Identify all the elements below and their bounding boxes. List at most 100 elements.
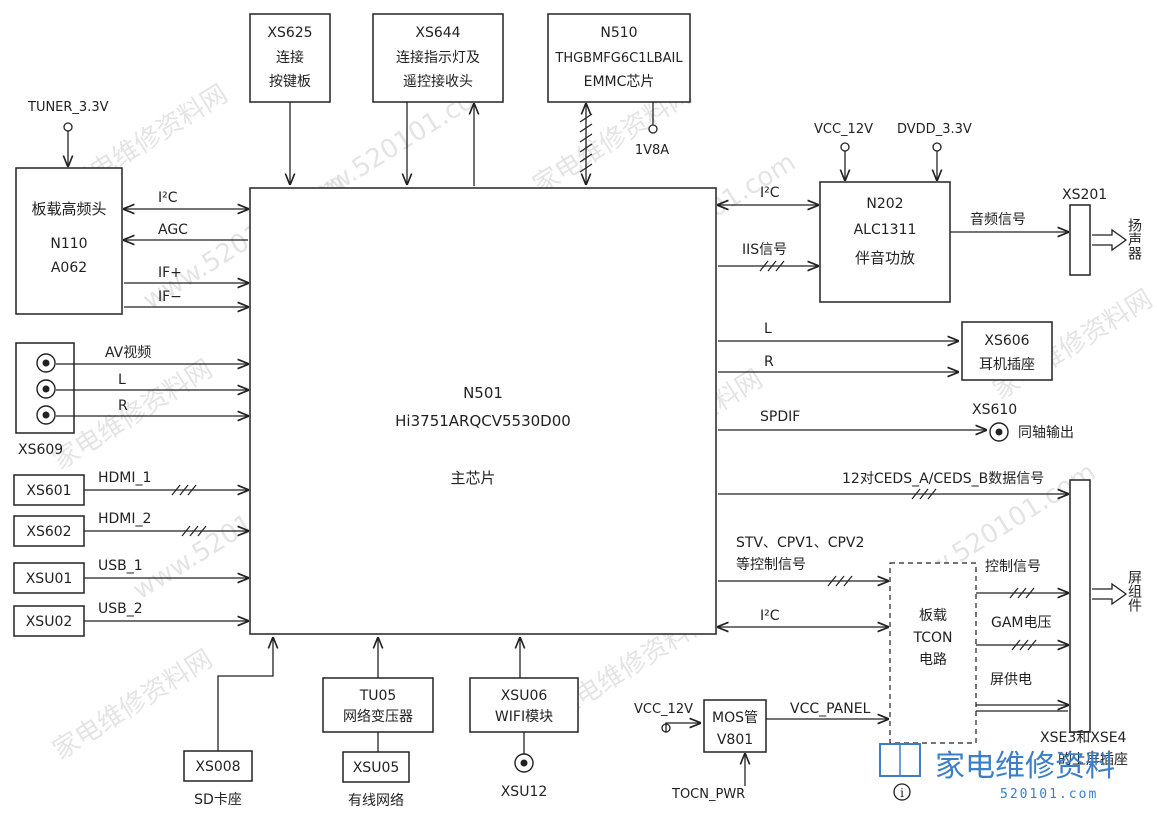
xs644-id: XS644 <box>415 25 460 41</box>
xs644-box <box>372 13 504 103</box>
tu05-desc: 网络变压器 <box>343 709 413 725</box>
tcon-box <box>889 562 977 744</box>
emmc-bus-mark <box>579 113 593 173</box>
av-video-label: AV视频 <box>105 345 151 361</box>
logo-url: 520101.com <box>1000 787 1098 802</box>
tcon-line2: TCON <box>913 630 953 646</box>
usb1-connector-box <box>13 562 85 594</box>
emmc-supply-terminal <box>648 124 658 134</box>
sd-caption: SD卡座 <box>194 792 242 808</box>
main-chip-box <box>249 187 717 635</box>
mos-id: MOS管 <box>712 710 758 726</box>
site-logo: i 家电维修资料 520101.com <box>879 743 1115 802</box>
coax-jack-pin <box>995 428 1003 436</box>
vcc-panel-label: VCC_PANEL <box>790 701 871 717</box>
amp-id: N202 <box>866 196 903 212</box>
tcon-ctrl-bus-mark <box>1009 587 1035 599</box>
tuner-box <box>15 167 123 315</box>
watermark-text: 家电维修资料网 <box>48 644 218 766</box>
xs625-id: XS625 <box>267 25 312 41</box>
headphone-desc: 耳机插座 <box>979 357 1035 373</box>
speaker-label: 扬声器 <box>1126 218 1142 260</box>
xsu05-caption: 有线网络 <box>348 793 404 809</box>
hdmi2-bus-mark <box>181 525 207 537</box>
emmc-supply: 1V8A <box>635 143 669 158</box>
tuner-supply-terminal <box>63 122 73 132</box>
av-connector-label: XS609 <box>18 442 63 458</box>
tocn-pwr-label: TOCN_PWR <box>671 787 745 802</box>
panel-power-label: 屏供电 <box>990 672 1032 688</box>
headphone-id: XS606 <box>984 333 1029 349</box>
emmc-box <box>547 13 691 103</box>
hdmi2-label: HDMI_2 <box>98 511 151 527</box>
xs625-box <box>249 13 331 103</box>
tuner-supply-label: TUNER_3.3V <box>27 100 109 115</box>
hdmi1-label: HDMI_1 <box>98 470 151 486</box>
panel-label: 屏组件 <box>1126 570 1142 612</box>
amp-i2c-label: I²C <box>760 185 780 201</box>
hdmi2-connector-box <box>13 515 85 547</box>
agc-label: AGC <box>158 222 188 238</box>
spdif-caption: 同轴输出 <box>1018 425 1074 441</box>
usb2-connector-box <box>13 605 85 637</box>
ctrl-bus-mark <box>827 575 853 587</box>
iis-label: IIS信号 <box>742 242 787 258</box>
xsu05-box <box>342 751 410 783</box>
headphone-box <box>961 321 1053 381</box>
emmc-id: N510 <box>600 25 637 41</box>
xs644-line2: 连接指示灯及 <box>396 49 480 66</box>
logo-info-glyph: i <box>900 786 904 800</box>
amp-part: ALC1311 <box>854 222 917 238</box>
xs625-line3: 按键板 <box>269 74 311 90</box>
hdmi2-connector: XS602 <box>26 524 71 540</box>
logo-info-icon <box>893 783 911 801</box>
mos-box <box>703 699 767 753</box>
usb2-connector: XSU02 <box>26 614 73 630</box>
iis-bus-mark <box>759 260 785 272</box>
spdif-label: SPDIF <box>760 409 800 425</box>
emmc-desc: EMMC芯片 <box>584 74 655 90</box>
av-video-jack-pin <box>42 359 50 367</box>
main-chip-id: N501 <box>463 384 503 402</box>
tcon-ctrl-label: 控制信号 <box>985 559 1041 575</box>
xs625-line2: 连接 <box>276 49 304 66</box>
logo-title: 家电维修资料 <box>935 749 1115 784</box>
ctrl-label-line2: 等控制信号 <box>736 556 806 573</box>
tuner-i2c-label: I²C <box>158 190 178 206</box>
tu05-id: TU05 <box>359 688 397 704</box>
amp-vcc-terminal <box>840 142 850 152</box>
panel-connector-caption: 的上屏插座 <box>1058 752 1128 768</box>
spdif-connector: XS610 <box>972 402 1017 418</box>
hdmi1-bus-mark <box>171 484 197 496</box>
sd-connector-box <box>183 750 253 782</box>
sd-connector: XS008 <box>195 759 240 775</box>
tcon-line3: 电路 <box>919 652 947 668</box>
tuner-part: A062 <box>51 260 87 276</box>
amp-box <box>819 181 951 303</box>
usb2-label: USB_2 <box>98 601 143 617</box>
audio-label: 音频信号 <box>970 211 1026 228</box>
av-r-label: R <box>118 398 128 414</box>
hdmi1-connector-box <box>13 474 85 506</box>
panel-connector-box <box>1069 479 1091 733</box>
ceds-label: 12对CEDS_A/CEDS_B数据信号 <box>842 471 1044 487</box>
tu05-box <box>322 677 434 733</box>
hp-l-label: L <box>764 321 772 337</box>
tuner-id: N110 <box>50 236 87 252</box>
ceds-bus-mark <box>911 488 937 500</box>
gam-bus-mark <box>1011 639 1037 651</box>
tcon-line1: 板载 <box>919 608 947 624</box>
main-chip-desc: 主芯片 <box>450 469 495 487</box>
amp-dvdd-terminal <box>932 142 942 152</box>
usb1-connector: XSU01 <box>26 571 73 587</box>
panel-arrow-icon <box>1092 582 1128 606</box>
av-r-jack-pin <box>42 411 50 419</box>
av-l-jack-pin <box>42 385 50 393</box>
usb1-label: USB_1 <box>98 558 143 574</box>
mos-vcc-label: VCC_12V <box>634 702 693 717</box>
wifi-id: XSU06 <box>501 688 548 704</box>
panel-connector-label: XSE3和XSE4 <box>1040 730 1127 746</box>
amp-vcc-label: VCC_12V <box>814 122 873 137</box>
wifi-desc: WIFI模块 <box>495 709 553 725</box>
